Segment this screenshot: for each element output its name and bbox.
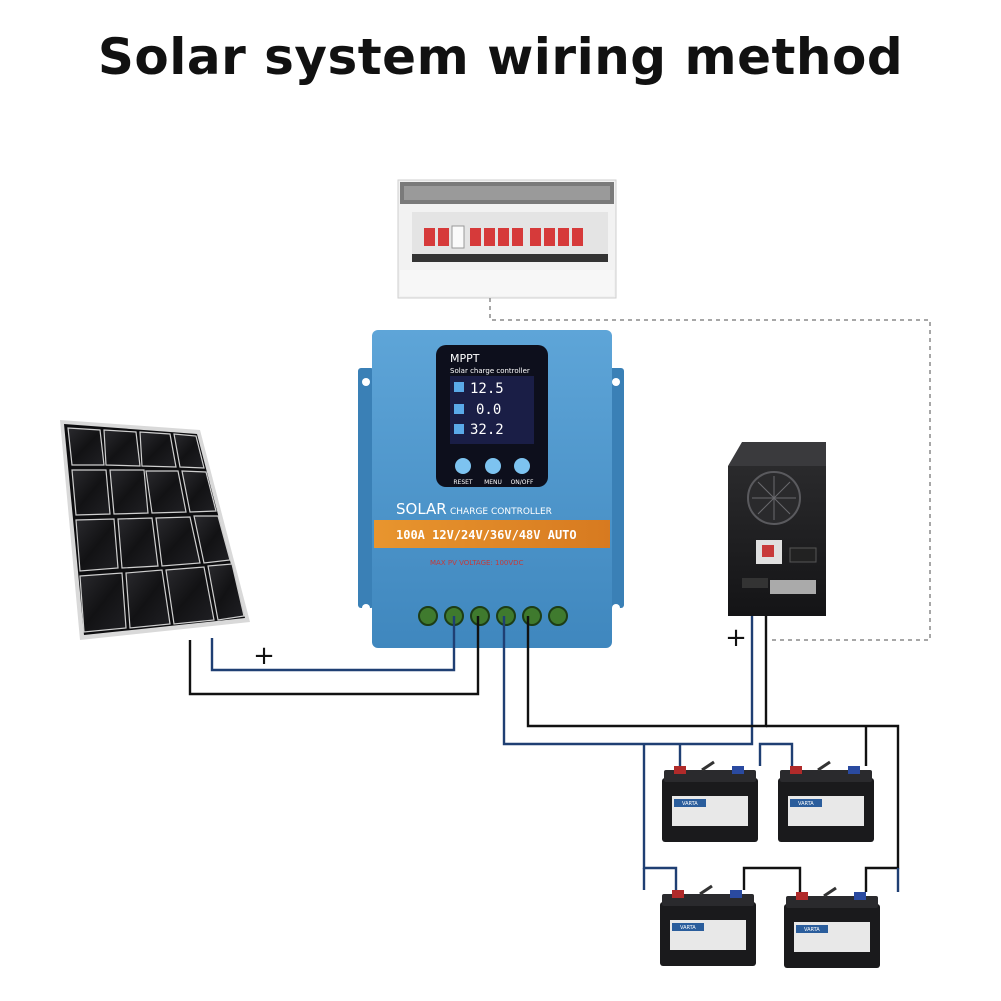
battery-icon <box>782 886 882 970</box>
wire-pv-positive <box>210 616 456 672</box>
wire-bank-left <box>642 744 682 890</box>
plus-label-inverter: + <box>725 623 747 653</box>
button-menu-label: MENU <box>484 479 502 486</box>
lcd-readout-1: 12.5 <box>470 381 504 397</box>
wire-battery-positive <box>526 616 768 728</box>
lcd-readout-3: 32.2 <box>470 422 504 438</box>
wire-bank-mid-top <box>758 742 794 766</box>
battery-icon <box>776 760 876 844</box>
battery-brand: VARTA <box>682 801 698 807</box>
button-reset-label: RESET <box>453 479 473 486</box>
button-onoff-label: ON/OFF <box>511 479 534 486</box>
brand-line: CHARGE CONTROLLER <box>450 507 552 517</box>
lcd-subtitle: Solar charge controller <box>450 367 530 375</box>
plus-label-panel: + <box>253 641 275 671</box>
wire-battery-negative <box>502 616 754 746</box>
lcd-readout-2: 0.0 <box>476 402 501 418</box>
battery-icon <box>658 884 758 968</box>
wire-bank-mid-bottom <box>742 866 802 892</box>
wire-bank-cross <box>642 868 900 892</box>
max-pv-line: MAX PV VOLTAGE: 100VDC <box>430 559 524 567</box>
wire-pv-negative <box>188 616 480 696</box>
battery-icon <box>660 760 760 844</box>
inverter-icon <box>728 442 826 616</box>
ac-dashed-line <box>489 298 931 641</box>
controller-icon <box>358 330 624 648</box>
spec-band-text: 100A 12V/24V/36V/48V AUTO <box>396 528 577 542</box>
solar-panel-icon <box>60 420 250 640</box>
brand-solar: SOLAR <box>396 500 447 518</box>
battery-brand: VARTA <box>804 927 820 933</box>
page-title: Solar system wiring method <box>97 28 904 86</box>
battery-brand: VARTA <box>798 801 814 807</box>
lcd-title: MPPT <box>450 352 480 365</box>
breaker-box-icon <box>397 179 617 299</box>
wiring <box>188 616 900 892</box>
battery-brand: VARTA <box>680 925 696 931</box>
